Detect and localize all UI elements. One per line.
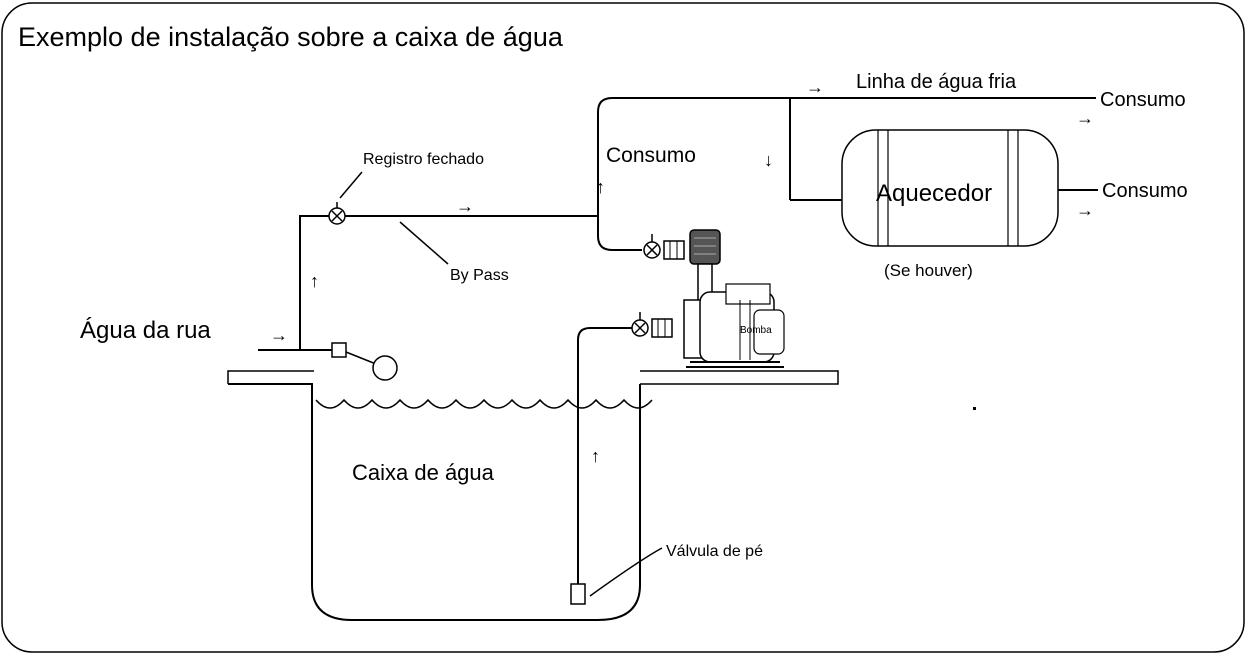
float-arm: [345, 351, 377, 365]
pump-discharge-pipe: [597, 97, 1096, 251]
discharge-valve: [643, 234, 685, 260]
water-tank-outline: [228, 383, 641, 621]
arrow-right-icon: →: [1076, 108, 1094, 128]
water-tank-label: Caixa de água: [352, 460, 495, 485]
if-any-label: (Se houver): [884, 261, 973, 280]
float-ball: [372, 355, 398, 381]
arrow-down-icon: ↓: [764, 150, 773, 170]
registro-fechado-label: Registro fechado: [363, 151, 484, 168]
arrow-up-icon: ↑: [310, 271, 319, 291]
registro-leader: [339, 171, 363, 199]
check-valve: [689, 229, 721, 265]
pump: [683, 283, 785, 368]
heater-label: Aquecedor: [876, 180, 992, 207]
arrow-right-icon: →: [270, 325, 288, 345]
bypass-label: By Pass: [450, 267, 509, 284]
arrow-up-icon: ↑: [591, 446, 600, 466]
arrow-right-icon: →: [1076, 200, 1094, 220]
suction-pipe: [577, 327, 632, 590]
tank-left-ledge: [227, 370, 314, 384]
foot-valve-leader: [589, 547, 663, 597]
consumo-top-label: Consumo: [1100, 89, 1186, 111]
arrow-right-icon: →: [456, 196, 474, 216]
tank-right-ledge: [640, 370, 839, 385]
cold-water-line-label: Linha de água fria: [856, 71, 1017, 93]
float-valve-body: [331, 342, 347, 358]
foot-valve-label: Válvula de pé: [666, 543, 763, 560]
bypass-leader: [399, 221, 449, 265]
pump-label: Bomba: [740, 325, 772, 336]
suction-valve: [631, 312, 673, 338]
bypass-pipe: [299, 215, 598, 350]
heater-tank: [841, 129, 1059, 247]
consumo-heater-label: Consumo: [1102, 180, 1188, 202]
street-water-label: Água da rua: [80, 317, 211, 344]
registro-fechado-valve: [328, 202, 346, 225]
water-surface: [315, 398, 653, 409]
foot-valve: [570, 583, 586, 605]
arrow-up-icon: ↑: [596, 177, 605, 197]
stray-dot: [973, 407, 976, 410]
arrow-right-icon: →: [806, 77, 824, 97]
diagram-title: Exemplo de instalação sobre a caixa de á…: [18, 22, 564, 52]
consumo-left-label: Consumo: [606, 144, 696, 167]
